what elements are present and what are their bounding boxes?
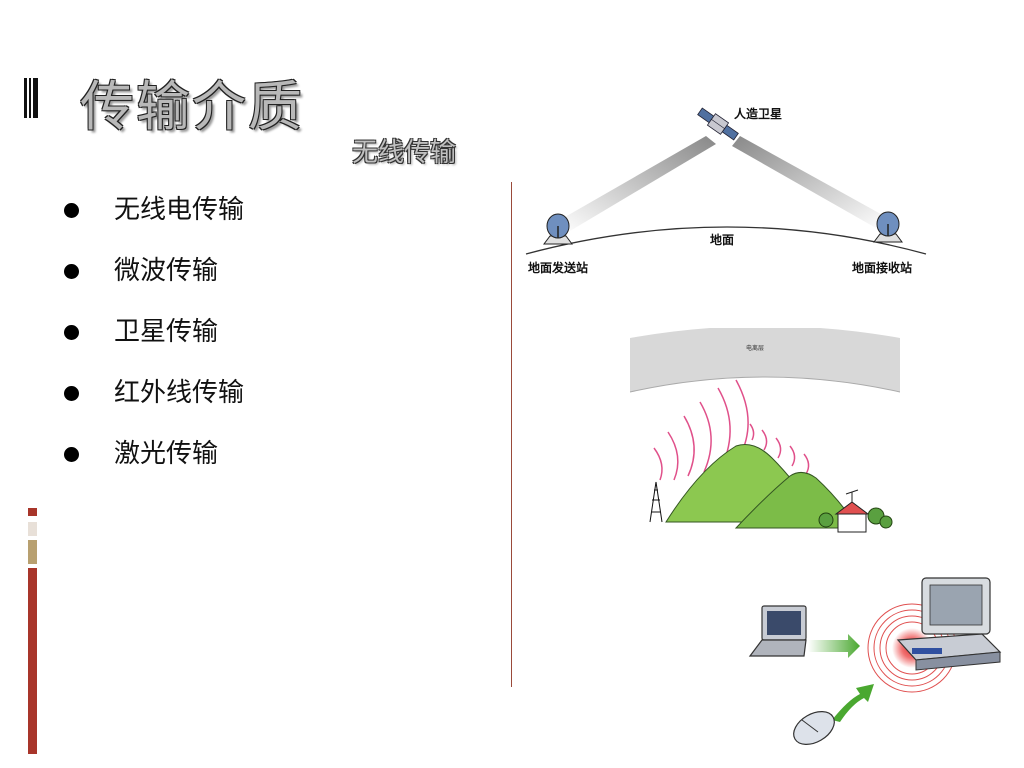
radio-waves: [749, 423, 810, 475]
list-item: 卫星传输: [62, 314, 244, 375]
title-bars-icon: [24, 78, 38, 118]
list-item: 激光传输: [62, 436, 244, 497]
list-item: 无线电传输: [62, 192, 244, 253]
arrow-icon: [808, 634, 860, 658]
ionosphere-label: 电离层: [746, 344, 764, 352]
wireless-devices-diagram: [748, 577, 1002, 745]
tree: [818, 512, 834, 528]
left-decoration: [28, 508, 37, 754]
list-item: 红外线传输: [62, 375, 244, 436]
arrow-icon: [832, 684, 874, 722]
bullet-icon: [64, 386, 79, 401]
ionosphere-layer: [630, 328, 900, 392]
bullet-icon: [64, 264, 79, 279]
dish-antenna-icon: [543, 213, 573, 245]
bullet-icon: [64, 325, 79, 340]
list-item-label: 微波传输: [114, 256, 219, 286]
earth-surface: [525, 226, 927, 255]
downlink-beam: [732, 136, 888, 228]
propagation-diagram: 电离层: [630, 328, 900, 536]
ground-label: 地面: [710, 232, 734, 247]
vertical-divider: [511, 182, 512, 687]
bullet-list: 无线电传输 微波传输 卫星传输 红外线传输 激光传输: [62, 192, 244, 497]
list-item-label: 红外线传输: [114, 378, 245, 408]
house-icon: [834, 489, 870, 533]
desktop-computer-icon: [896, 577, 1002, 671]
page-title: 传输介质: [80, 75, 304, 138]
tree: [879, 515, 893, 529]
list-item-label: 无线电传输: [114, 195, 245, 225]
list-item: 微波传输: [62, 253, 244, 314]
uplink-beam: [558, 136, 716, 231]
receiver-label: 地面接收站: [852, 260, 912, 275]
bullet-icon: [64, 447, 79, 462]
radio-tower-icon: [649, 481, 663, 523]
page-subtitle: 无线传输: [352, 138, 457, 168]
mouse-icon: [793, 711, 835, 745]
satellite-label: 人造卫星: [734, 106, 782, 121]
laptop-icon: [748, 605, 807, 657]
sender-label: 地面发送站: [528, 260, 588, 275]
satellite-icon: [697, 107, 739, 141]
list-item-label: 卫星传输: [114, 317, 219, 347]
bullet-icon: [64, 203, 79, 218]
satellite-diagram: 人造卫星 地面 地面发送站 地面接收站: [525, 106, 927, 275]
dish-antenna-icon: [873, 211, 903, 243]
list-item-label: 激光传输: [114, 439, 219, 469]
